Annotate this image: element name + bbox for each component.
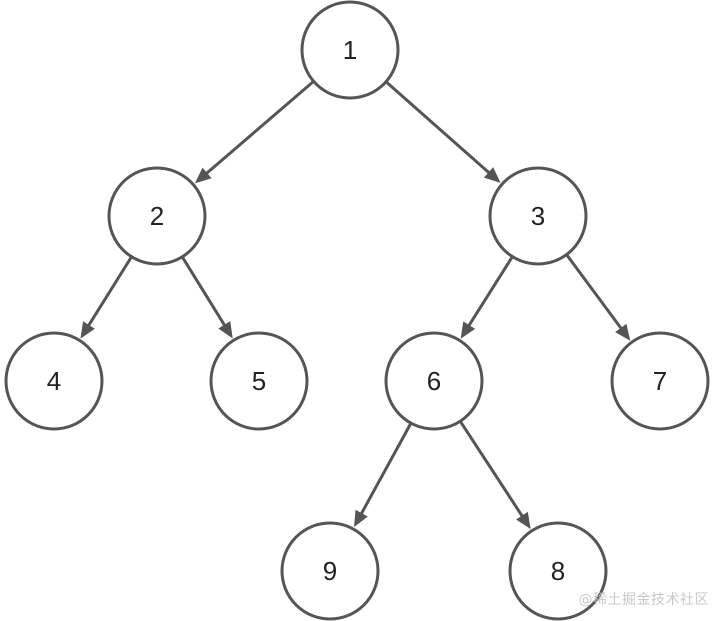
tree-node-1: 1 xyxy=(300,0,400,100)
tree-node-5: 5 xyxy=(209,331,309,431)
arrowhead-n3-n6 xyxy=(460,321,476,339)
edge-n6-n8 xyxy=(459,421,525,519)
arrowhead-n1-n2 xyxy=(194,167,212,184)
node-label: 6 xyxy=(427,366,441,396)
edge-n2-n4 xyxy=(86,256,133,328)
node-label: 5 xyxy=(252,366,266,396)
arrowhead-n1-n3 xyxy=(483,167,501,183)
tree-node-6: 6 xyxy=(384,331,484,431)
edge-n6-n9 xyxy=(359,423,412,516)
node-label: 9 xyxy=(323,556,337,586)
tree-node-4: 4 xyxy=(4,331,104,431)
node-label: 3 xyxy=(531,201,545,231)
node-circle xyxy=(280,521,380,621)
edge-n1-n2 xyxy=(204,80,314,176)
node-circle xyxy=(300,0,400,100)
tree-node-7: 7 xyxy=(610,331,710,431)
arrowhead-n2-n5 xyxy=(218,321,233,339)
node-circle xyxy=(384,331,484,431)
node-label: 4 xyxy=(47,366,61,396)
node-label: 8 xyxy=(551,556,565,586)
tree-node-9: 9 xyxy=(280,521,380,621)
watermark-text: @稀土掘金技术社区 xyxy=(578,592,709,608)
node-label: 7 xyxy=(653,366,667,396)
edge-n1-n3 xyxy=(385,81,492,175)
node-circle xyxy=(209,331,309,431)
tree-nodes: 1 2 3 4 5 6 7 9 8 xyxy=(4,0,710,621)
node-label: 1 xyxy=(343,35,357,65)
tree-node-3: 3 xyxy=(488,166,588,266)
node-label: 2 xyxy=(150,201,164,231)
tree-node-2: 2 xyxy=(107,166,207,266)
arrowhead-n6-n8 xyxy=(516,511,531,530)
node-circle xyxy=(107,166,207,266)
arrowhead-n3-n7 xyxy=(615,323,631,341)
arrowhead-n2-n4 xyxy=(80,321,95,339)
tree-node-8: 8 xyxy=(508,521,608,621)
node-circle xyxy=(488,166,588,266)
edge-n3-n7 xyxy=(565,254,624,331)
edge-n3-n6 xyxy=(466,256,514,328)
tree-edges xyxy=(80,80,631,530)
edge-n2-n5 xyxy=(181,256,227,328)
node-circle xyxy=(4,331,104,431)
node-circle xyxy=(610,331,710,431)
node-circle xyxy=(508,521,608,621)
arrowhead-n6-n9 xyxy=(354,509,368,528)
